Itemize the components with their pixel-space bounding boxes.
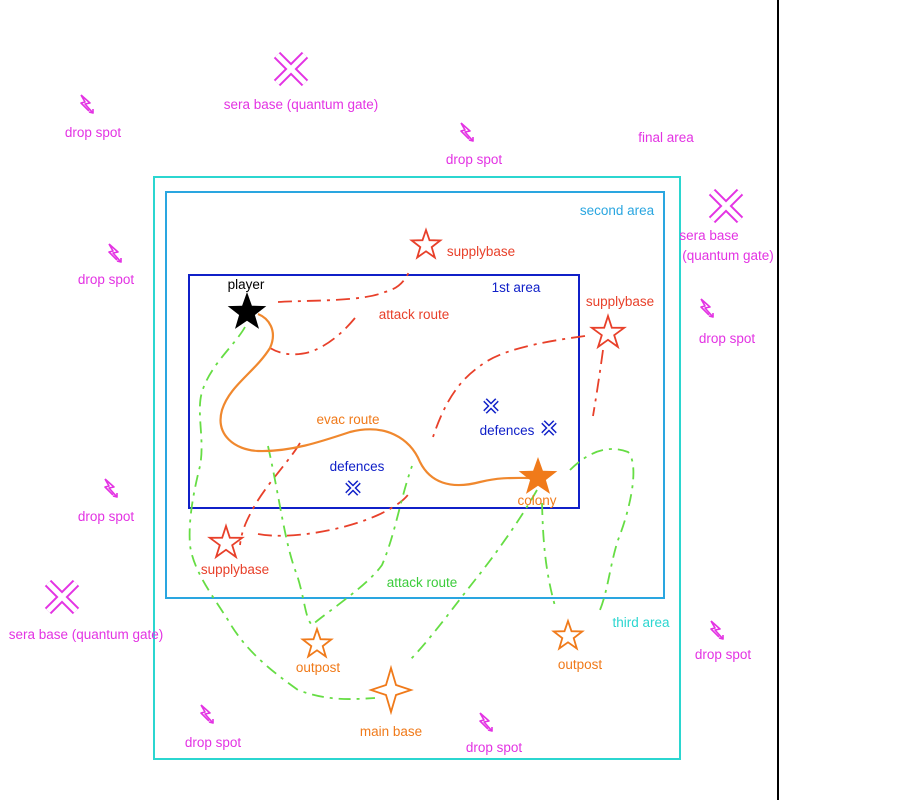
green-attack-routes: [188, 326, 635, 700]
drop-spot-label: drop spot: [466, 740, 523, 755]
supplybase-label: supplybase: [586, 294, 654, 309]
drop-spot-label: drop spot: [695, 647, 752, 662]
defences-label: defences: [330, 459, 385, 474]
supplybase-label: supplybase: [447, 244, 515, 259]
supplybase-star-icon: [207, 523, 245, 560]
attack-route-label: attack route: [379, 307, 450, 322]
sera-base-x-icon: [48, 583, 76, 611]
sera-base-label: sera base (quantum gate): [224, 97, 379, 112]
first-area-box: [188, 274, 580, 509]
drop-spot-icon: [710, 620, 724, 640]
supplybase-star-icon: [589, 313, 627, 350]
sera-base-x-icon: [277, 55, 305, 83]
drop-spot-label: drop spot: [78, 509, 135, 524]
sera-base-x-icon: [712, 192, 740, 220]
second-area-box: [165, 191, 665, 599]
supplybase-label: supplybase: [201, 562, 269, 577]
main-base-star-icon: [368, 664, 414, 716]
third-area-box: [153, 176, 681, 760]
drop-spot-icon: [700, 298, 714, 318]
outpost-star-icon: [551, 618, 585, 651]
drop-spot-icon: [104, 478, 118, 498]
drop-spot-label: drop spot: [446, 152, 503, 167]
drop-spot-label: drop spot: [78, 272, 135, 287]
drop-spot-icon: [479, 712, 493, 732]
drop-spot-icon: [460, 122, 474, 142]
outpost-star-icon: [300, 626, 334, 659]
defences-x-icon: [543, 422, 555, 434]
drop-spot-label: drop spot: [699, 331, 756, 346]
drop-spot-icon: [80, 94, 94, 114]
third-area-label: third area: [612, 615, 670, 630]
colony-star-icon: [518, 457, 558, 494]
outpost-label: outpost: [558, 657, 603, 672]
defences-x-icon: [347, 482, 359, 494]
final-area-label: final area: [638, 130, 694, 145]
second-area-label: second area: [580, 203, 655, 218]
sera-base-label-line1: sera base: [679, 228, 738, 243]
defences-x-icon: [485, 400, 497, 412]
defences-label: defences: [480, 423, 535, 438]
drop-spot-icon: [200, 704, 214, 724]
drop-spot-label: drop spot: [185, 735, 242, 750]
attack-route-label: attack route: [387, 575, 458, 590]
first-area-label: 1st area: [492, 280, 541, 295]
evac-route-label: evac route: [316, 412, 379, 427]
main-base-label: main base: [360, 724, 422, 739]
outpost-label: outpost: [296, 660, 341, 675]
drop-spot-icon: [108, 243, 122, 263]
evac-route-line: [219, 312, 531, 487]
supplybase-star-icon: [409, 227, 443, 260]
player-star-icon: [227, 292, 267, 329]
colony-label: colony: [517, 493, 556, 508]
sera-base-label-line2: (quantum gate): [682, 248, 774, 263]
sera-base-label: sera base (quantum gate): [9, 627, 164, 642]
player-label: player: [228, 277, 265, 292]
drop-spot-label: drop spot: [65, 125, 122, 140]
